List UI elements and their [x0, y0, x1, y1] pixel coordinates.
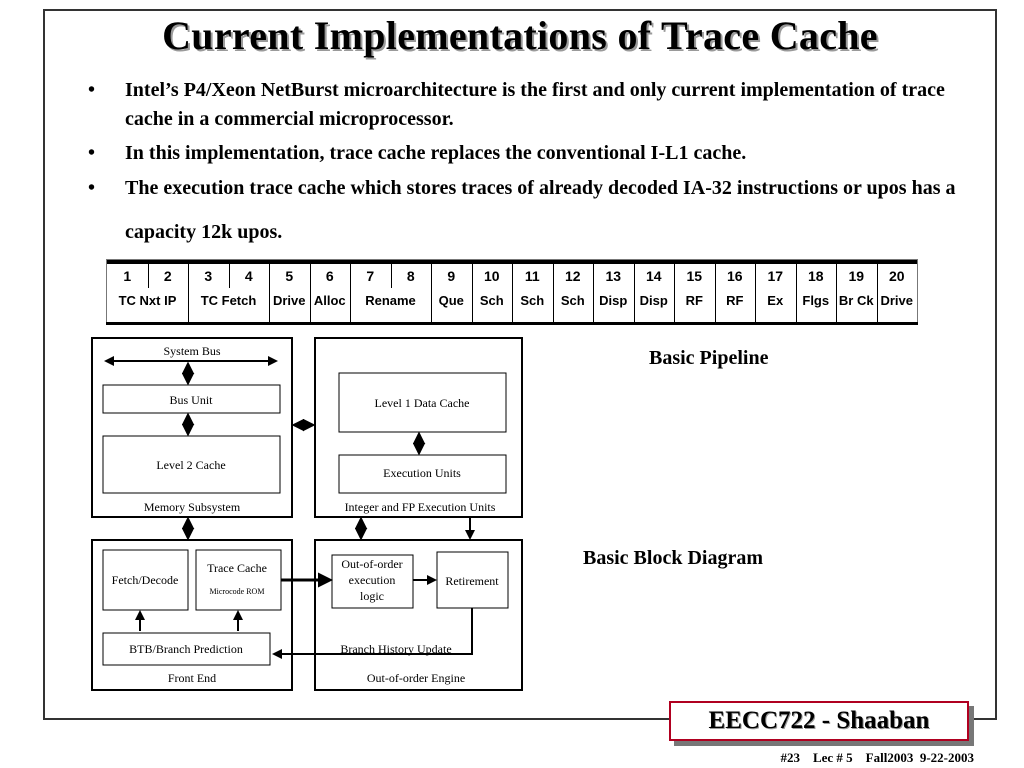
- pipeline-stage-name: Sch: [520, 293, 545, 308]
- bullet-text: The execution trace cache which stores t…: [125, 177, 956, 243]
- pipeline-separator: [674, 264, 675, 322]
- pipeline-stage-number: 4: [244, 268, 253, 284]
- pipeline-caption: Basic Pipeline: [649, 347, 769, 369]
- pipeline-separator: [593, 264, 594, 322]
- bullet-item: • In this implementation, trace cache re…: [88, 139, 968, 168]
- pipeline-stage-number: 2: [163, 268, 172, 284]
- pipeline-stage-name: RF: [685, 293, 703, 308]
- pipeline-stage-number: 5: [285, 268, 294, 284]
- bullet-text: Intel’s P4/Xeon NetBurst microarchitectu…: [125, 79, 945, 130]
- slide-frame: [43, 9, 997, 720]
- pipeline-stage-number: 17: [767, 268, 784, 284]
- pipeline-stage-number: 13: [605, 268, 622, 284]
- pipeline-separator: [188, 264, 189, 322]
- pipeline-separator: [795, 264, 797, 322]
- pipeline-stage-number: 16: [726, 268, 743, 284]
- bullet-glyph: •: [88, 79, 96, 101]
- course-badge: EECC722 - Shaaban: [669, 701, 969, 741]
- pipeline-stage-number: 1: [123, 268, 132, 284]
- pipeline-separator: [269, 264, 270, 322]
- pipeline-separator: [471, 264, 473, 322]
- bullet-item: • The execution trace cache which stores…: [88, 166, 968, 254]
- pipeline-stage-number: 6: [325, 268, 334, 284]
- pipeline-stage-name: Drive: [880, 293, 914, 308]
- pipeline-stage-name: Disp: [639, 293, 668, 308]
- bullet-item: • Intel’s P4/Xeon NetBurst microarchitec…: [88, 76, 968, 134]
- bullet-glyph: •: [88, 177, 96, 199]
- pipeline-separator: [147, 264, 149, 288]
- pipeline-stage-name: Disp: [599, 293, 628, 308]
- pipeline-separator: [228, 264, 230, 288]
- pipeline-stage-number: 7: [366, 268, 375, 284]
- pipeline-stage-number: 14: [645, 268, 662, 284]
- pipeline-stage-name: Br Ck: [838, 293, 874, 308]
- pipeline-top-rule: [107, 260, 917, 264]
- pipeline-separator: [309, 264, 311, 322]
- pipeline-stage-number: 18: [807, 268, 824, 284]
- pipeline-stage-number: 15: [686, 268, 703, 284]
- pipeline-stage-name: Que: [438, 293, 464, 308]
- pipeline-stage-name: RF: [726, 293, 744, 308]
- pipeline-stage-number: 12: [564, 268, 581, 284]
- slide-footer: #23 Lec # 5 Fall2003 9-22-2003: [780, 750, 974, 765]
- pipeline-stage-number: 19: [848, 268, 865, 284]
- bullet-list: • Intel’s P4/Xeon NetBurst microarchitec…: [88, 76, 968, 259]
- pipeline-stage-name: Sch: [479, 293, 504, 308]
- pipeline-separator: [876, 264, 878, 322]
- pipeline-separator: [633, 264, 635, 322]
- pipeline-stage-name: Ex: [767, 293, 784, 308]
- pipeline-separator: [350, 264, 351, 322]
- pipeline-stage-number: 3: [204, 268, 213, 284]
- pipeline-stage-number: 9: [447, 268, 456, 284]
- pipeline-stage-name: Alloc: [313, 293, 346, 308]
- pipeline-separator: [836, 264, 837, 322]
- pipeline-stage-number: 8: [406, 268, 415, 284]
- pipeline-separator: [390, 264, 392, 288]
- pipeline-stage-number: 11: [524, 268, 540, 284]
- pipeline-stage-number: 10: [483, 268, 500, 284]
- block-diagram-caption: Basic Block Diagram: [583, 547, 763, 569]
- pipeline-separator: [714, 264, 716, 322]
- slide-title: Current Implementations of Trace Cache: [162, 13, 878, 58]
- pipeline-separator: [431, 264, 432, 322]
- pipeline-stage-name: Drive: [272, 293, 306, 308]
- pipeline-stage-name: TC Fetch: [200, 293, 257, 308]
- bullet-text: In this implementation, trace cache repl…: [125, 142, 747, 164]
- pipeline-stage-name: TC Nxt IP: [118, 293, 177, 308]
- pipeline-stage-number: 20: [888, 268, 905, 284]
- pipeline-stage-name: Rename: [365, 293, 416, 308]
- pipeline-separator: [755, 264, 756, 322]
- pipeline-separator: [552, 264, 554, 322]
- pipeline-stage-name: Sch: [560, 293, 585, 308]
- pipeline-separator: [512, 264, 513, 322]
- pipeline-stage-name: Flgs: [802, 293, 830, 308]
- bullet-glyph: •: [88, 142, 96, 164]
- pipeline-bottom-rule: [106, 322, 918, 325]
